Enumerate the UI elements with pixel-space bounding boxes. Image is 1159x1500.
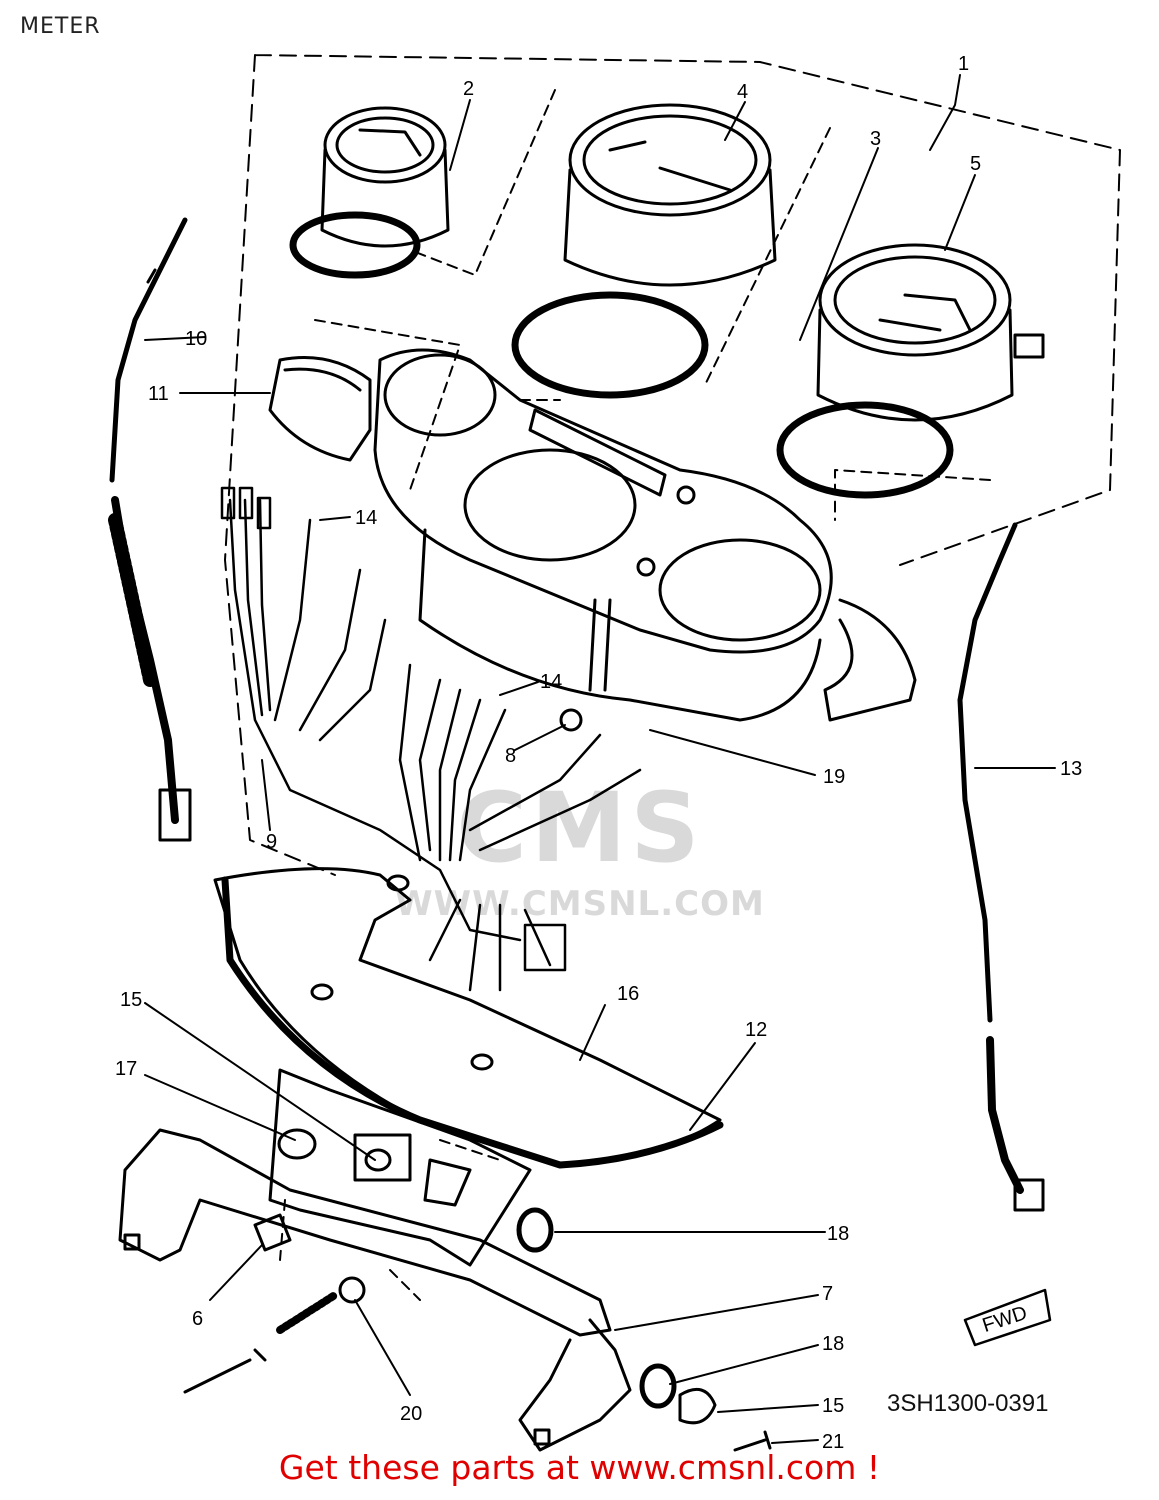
wire-harness-9 xyxy=(220,486,642,992)
diagram-code: 3SH1300-0391 xyxy=(887,1390,1049,1417)
callout-7: 7 xyxy=(822,1283,833,1305)
fwd-label: FWD xyxy=(980,1302,1030,1337)
callout-15-lower: 15 xyxy=(822,1395,844,1417)
callout-19: 19 xyxy=(823,766,845,788)
callout-13: 13 xyxy=(1060,758,1082,780)
collar-15-upper xyxy=(364,1148,392,1172)
cover-12 xyxy=(221,876,724,1169)
cable-10 xyxy=(108,217,192,842)
plate-hole-left xyxy=(310,983,334,1001)
reference-lines xyxy=(279,89,991,1301)
grommet-8 xyxy=(559,708,583,732)
callout-6: 6 xyxy=(192,1308,203,1330)
part-callouts: 1 2 3 4 5 6 7 8 9 10 11 12 13 14 14 15 1… xyxy=(115,53,1082,1453)
damper-20 xyxy=(338,1276,366,1304)
spring xyxy=(276,1291,339,1334)
callout-1: 1 xyxy=(958,53,969,75)
callout-18-upper: 18 xyxy=(827,1223,849,1245)
page-title: METER xyxy=(20,14,101,39)
bezel-right xyxy=(823,598,917,722)
assembly-boundary xyxy=(224,54,1121,876)
callout-14-upper: 14 xyxy=(355,507,377,529)
cable-13 xyxy=(957,522,1045,1212)
callout-2: 2 xyxy=(463,78,474,100)
gauge-5 xyxy=(776,243,1045,499)
bolt xyxy=(183,1348,267,1394)
bezel-11 xyxy=(268,356,372,462)
grommet-18-lower xyxy=(639,1363,677,1409)
callout-14-lower: 14 xyxy=(540,671,562,693)
fwd-arrow-icon xyxy=(963,1288,1052,1347)
plate-hole-center xyxy=(470,1053,494,1071)
nut-6 xyxy=(253,1213,292,1252)
grommet-17 xyxy=(277,1128,317,1160)
leader-lines xyxy=(144,74,1056,1444)
callout-21: 21 xyxy=(822,1431,844,1453)
gauge-2 xyxy=(289,106,450,279)
plate-16 xyxy=(213,867,722,1167)
callout-3: 3 xyxy=(870,128,881,150)
callout-12: 12 xyxy=(745,1019,767,1041)
callout-15-upper: 15 xyxy=(120,989,142,1011)
gauge-4 xyxy=(511,103,777,399)
grommet-18-upper xyxy=(516,1207,554,1253)
callout-20: 20 xyxy=(400,1403,422,1425)
screw-21 xyxy=(733,1430,772,1452)
plate-hole-top xyxy=(386,874,410,892)
callout-17: 17 xyxy=(115,1058,137,1080)
meter-housing-3 xyxy=(373,348,833,722)
callout-8: 8 xyxy=(505,745,516,767)
callout-18-lower: 18 xyxy=(822,1333,844,1355)
lower-bracket xyxy=(118,1068,632,1452)
callout-16: 16 xyxy=(617,983,639,1005)
collar-15-lower xyxy=(678,1387,717,1425)
callout-11: 11 xyxy=(148,383,169,405)
callout-9: 9 xyxy=(266,831,277,853)
callout-5: 5 xyxy=(970,153,981,175)
callout-4: 4 xyxy=(737,81,748,103)
footer-link[interactable]: Get these parts at www.cmsnl.com ! xyxy=(278,1448,881,1487)
callout-10: 10 xyxy=(185,328,207,350)
